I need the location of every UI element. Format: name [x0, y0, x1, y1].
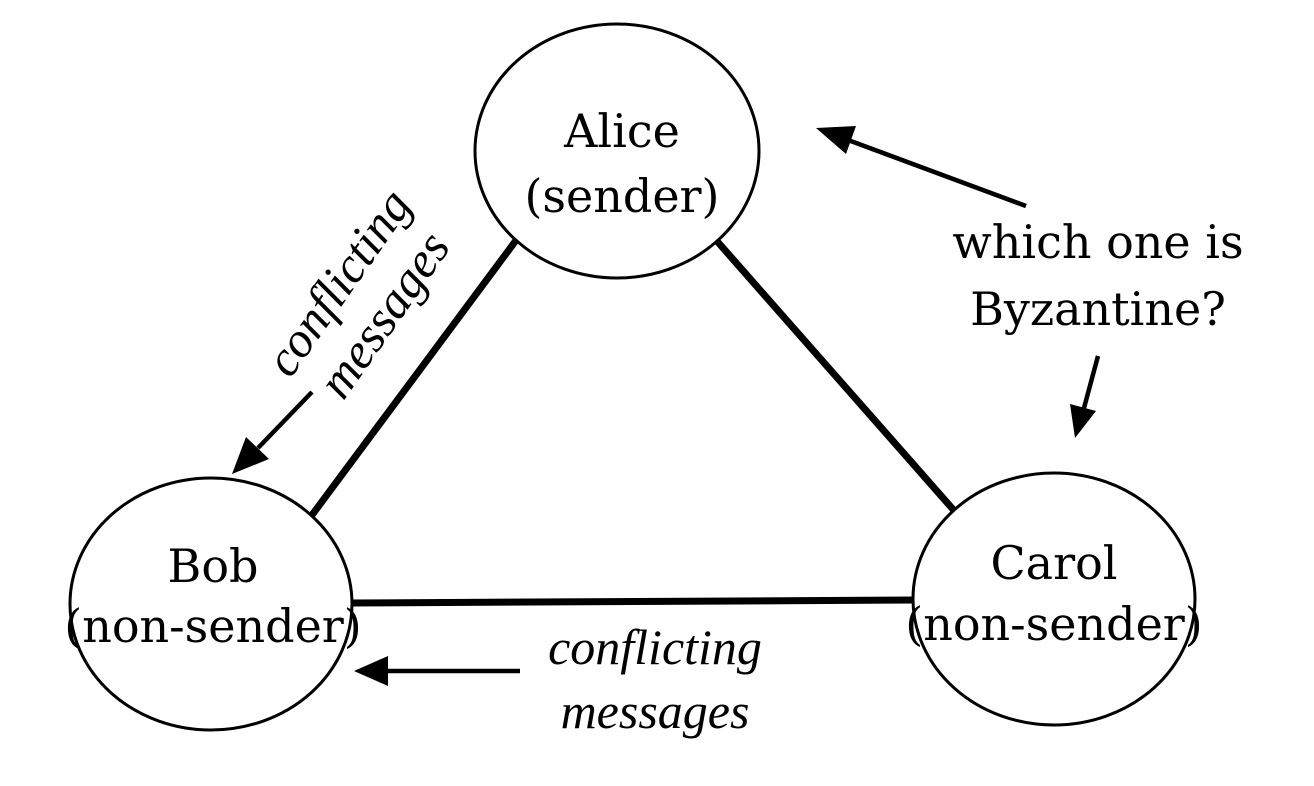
edge-alice-carol — [713, 237, 961, 518]
node-carol: Carol (non-sender) — [905, 471, 1203, 727]
byzantine-question-label: which one is Byzantine? — [952, 215, 1243, 336]
node-alice-role: (sender) — [524, 169, 719, 223]
node-bob-circle — [68, 476, 354, 732]
edge-bob-carol — [349, 596, 919, 607]
arrow-to-carol — [1070, 355, 1101, 438]
question-line-1: which one is — [952, 215, 1243, 269]
question-line-2: Byzantine? — [970, 282, 1226, 336]
node-bob-role: (non-sender) — [64, 599, 362, 653]
bottom-conflict-label: conflicting messages — [548, 619, 762, 739]
edge-alice-bob — [309, 232, 523, 518]
node-bob: Bob (non-sender) — [64, 476, 362, 732]
left-conflict-label: conflicting messages — [253, 179, 460, 408]
arrow-left-conflict — [232, 390, 314, 474]
node-alice: Alice (sender) — [473, 22, 761, 280]
bottom-conflict-line-2: messages — [561, 683, 750, 739]
arrow-bottom-conflict — [354, 656, 520, 686]
node-carol-name: Carol — [990, 536, 1117, 590]
node-alice-name: Alice — [563, 104, 680, 158]
node-alice-circle — [473, 22, 761, 280]
node-carol-circle — [911, 471, 1197, 727]
bottom-conflict-line-1: conflicting — [548, 619, 762, 675]
node-carol-role: (non-sender) — [905, 597, 1203, 651]
node-bob-name: Bob — [168, 539, 259, 593]
arrow-to-alice — [816, 126, 1027, 209]
